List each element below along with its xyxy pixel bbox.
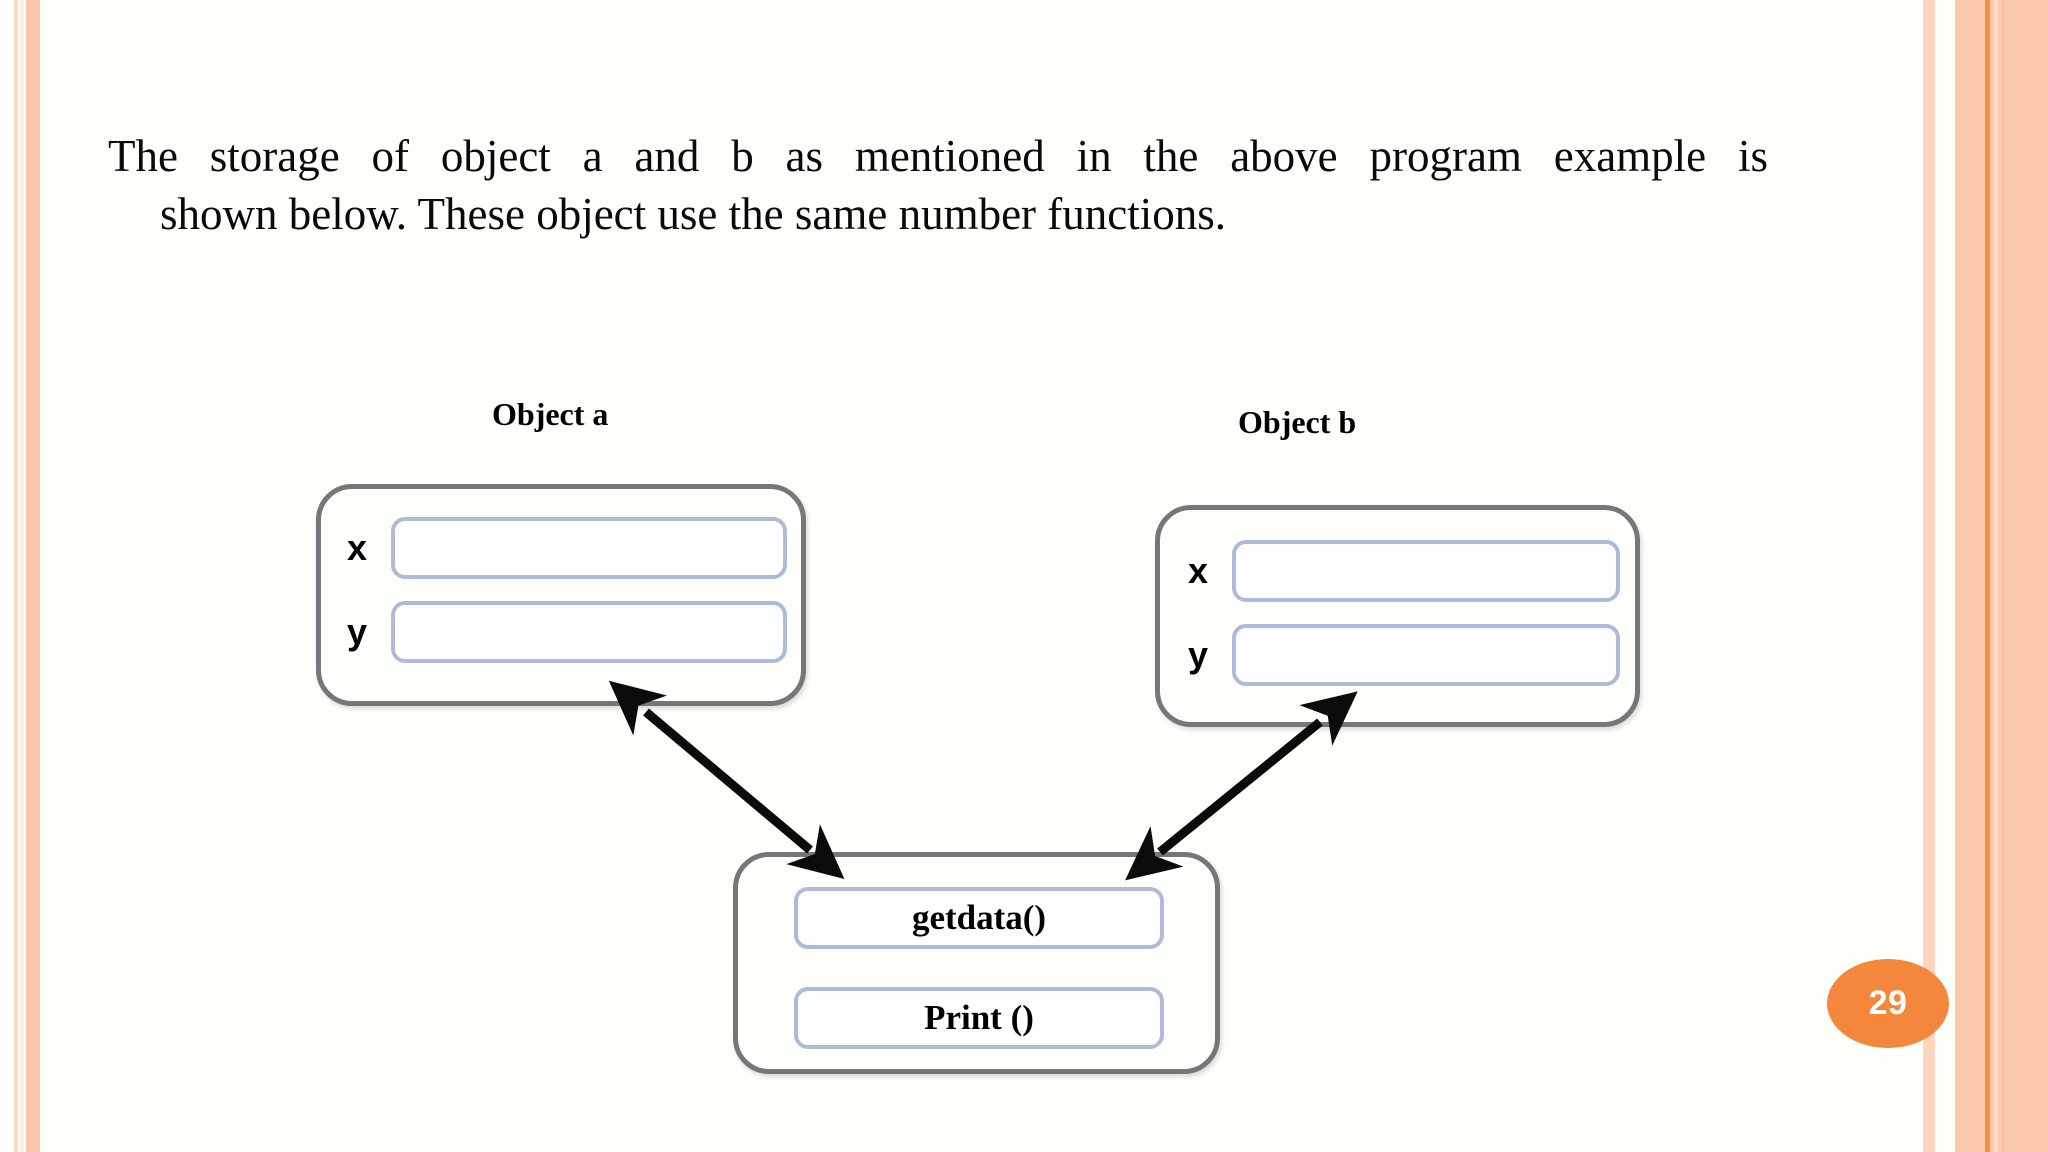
right-border-accent-line-3 <box>2002 0 2005 1152</box>
object-b-label: Object b <box>1238 404 1357 440</box>
right-border-accent-line-1 <box>1985 0 1990 1152</box>
object-a-member-x-label: x <box>347 527 368 568</box>
object-a-member-y-label: y <box>347 611 368 652</box>
object-b-member-y-label: y <box>1188 634 1209 675</box>
left-border-stripe-2 <box>20 0 24 1152</box>
connector-b-line <box>1125 691 1358 881</box>
object-a-member-y: y <box>347 601 787 663</box>
function-print[interactable]: Print () <box>794 987 1164 1049</box>
paragraph-line-1: The storage of object a and b as mention… <box>108 131 1768 181</box>
object-b-member-x: x <box>1188 540 1620 602</box>
left-border-stripe-3 <box>26 0 40 1152</box>
object-a-member-x: x <box>347 517 787 579</box>
object-b-member-y-field[interactable] <box>1232 624 1620 686</box>
object-b-box: x y <box>1155 505 1640 727</box>
left-border-stripe-1 <box>14 0 18 1152</box>
object-b-member-y: y <box>1188 624 1620 686</box>
object-a-label: Object a <box>492 396 609 432</box>
function-getdata-label: getdata() <box>911 898 1047 937</box>
right-border-accent-line-2 <box>1994 0 1998 1152</box>
object-a-box: x y <box>316 484 806 706</box>
object-a-member-x-field[interactable] <box>391 517 787 579</box>
slide-body-paragraph: The storage of object a and b as mention… <box>108 128 1768 243</box>
connector-a-line <box>608 680 845 879</box>
function-getdata[interactable]: getdata() <box>794 887 1164 949</box>
object-b-member-x-field[interactable] <box>1232 540 1620 602</box>
function-print-label: Print () <box>924 998 1034 1037</box>
page-number-badge: 29 <box>1827 959 1949 1048</box>
member-functions-box: getdata() Print () <box>733 852 1220 1074</box>
paragraph-line-2: shown below. These object use the same n… <box>160 188 1227 239</box>
object-a-member-y-field[interactable] <box>391 601 787 663</box>
page-number-text: 29 <box>1868 984 1908 1022</box>
right-border-band <box>1955 0 2048 1152</box>
object-b-member-x-label: x <box>1188 550 1209 591</box>
